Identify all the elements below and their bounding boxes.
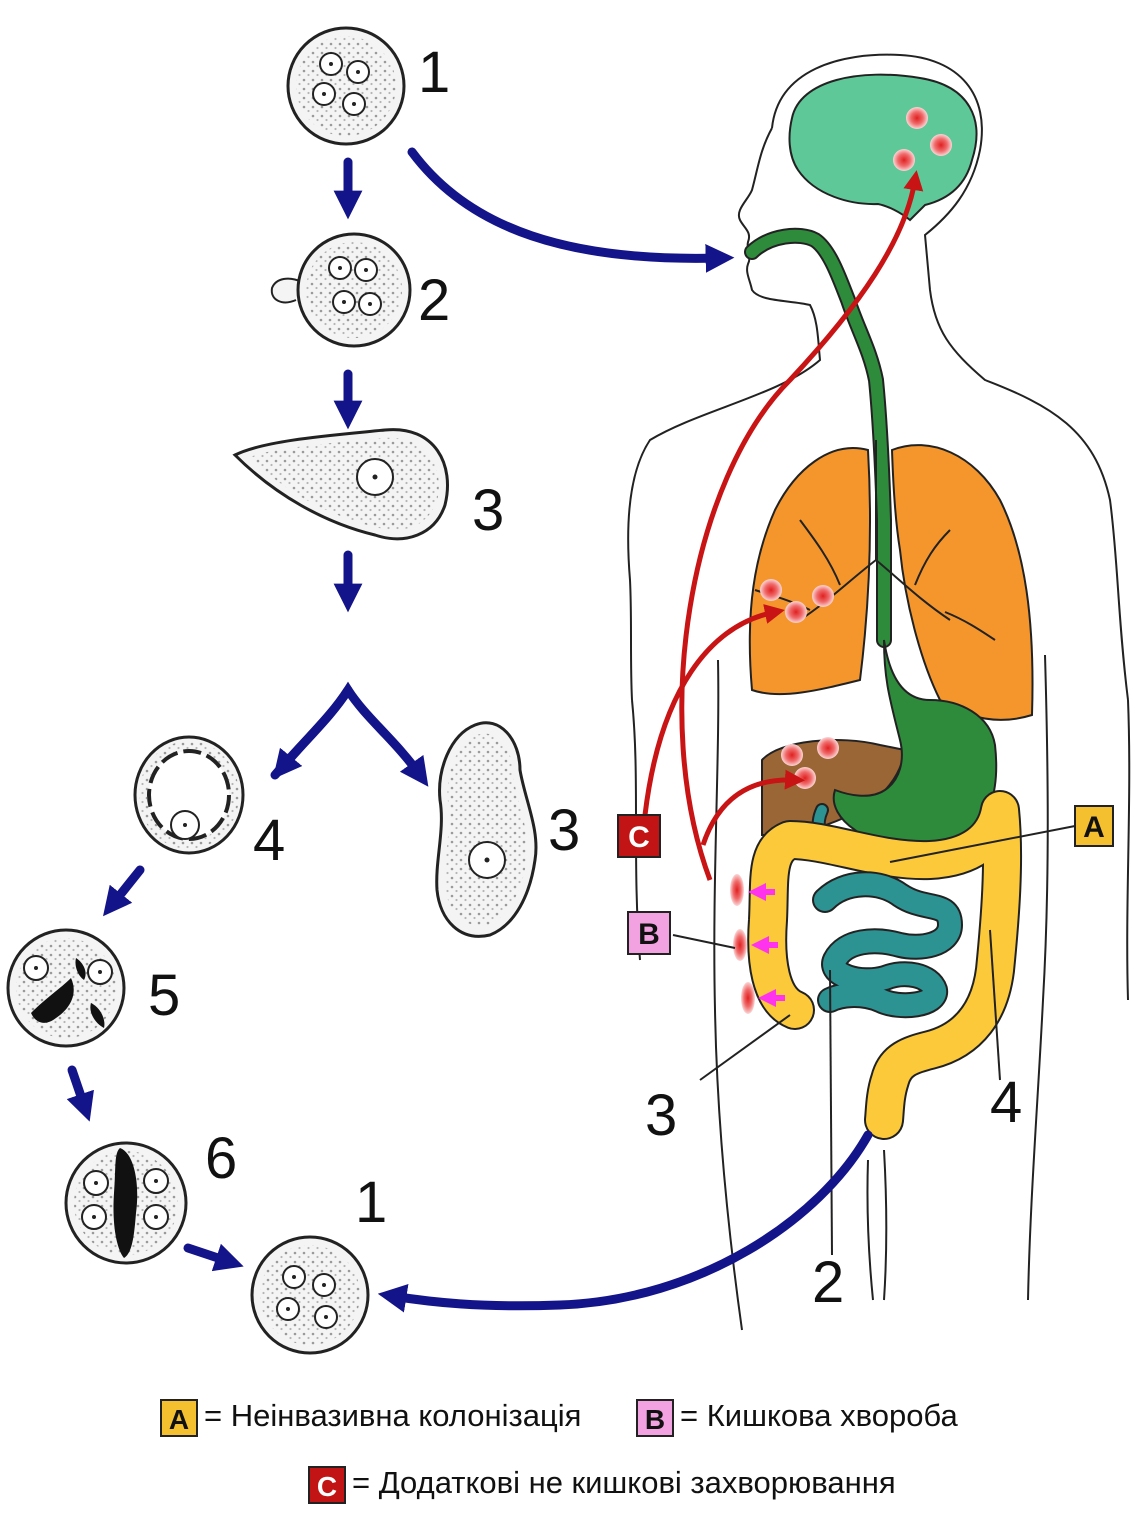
excysting-cyst-icon: [272, 234, 410, 346]
stage-label-1-top: 1: [418, 40, 450, 105]
body-label-3: 3: [645, 1083, 677, 1148]
badge-a-diagram: A: [1075, 806, 1113, 846]
torso-right-line: [1028, 655, 1048, 1300]
stage-label-3-right: 3: [548, 798, 580, 863]
trophozoite-right-icon: [437, 723, 536, 937]
cyst-bottom-icon: [252, 1237, 368, 1353]
precyst-icon: [135, 737, 243, 853]
stage-label-2: 2: [418, 268, 450, 333]
badge-a-text: A: [1083, 811, 1105, 844]
badge-c-diagram: C: [618, 815, 660, 857]
arrow-5-to-6: [72, 1070, 85, 1108]
legend-c-text: = Додаткові не кишкові захворювання: [352, 1465, 896, 1500]
stage-label-6: 6: [205, 1126, 237, 1191]
arrow-body-to-cyst: [392, 1135, 868, 1306]
body-label-4: 4: [990, 1070, 1022, 1135]
human-body: [628, 55, 1129, 1330]
legend-b-text: = Кишкова хвороба: [680, 1398, 958, 1433]
legend-badge-a: A: [160, 1399, 198, 1437]
legs-lines: [867, 1150, 886, 1300]
cells: [8, 28, 536, 1353]
cyst-icon: [288, 28, 404, 144]
trophozoite-icon: [235, 430, 448, 539]
right-lung: [892, 445, 1033, 720]
binucleate-cyst-icon: [8, 930, 124, 1046]
legend-a-text: = Неінвазивна колонізація: [204, 1398, 581, 1433]
arrow-split: [275, 690, 420, 775]
left-lung: [750, 448, 870, 694]
badge-b-text: B: [638, 918, 660, 951]
right-arm-line: [1127, 700, 1129, 1000]
legend-badge-c: C: [308, 1466, 346, 1504]
mature-cyst-icon: [66, 1143, 186, 1263]
legend-b: B= Кишкова хвороба: [636, 1398, 958, 1437]
badge-c-text: C: [628, 821, 650, 854]
stage-label-5: 5: [148, 963, 180, 1028]
legend-c: C= Додаткові не кишкові захворювання: [308, 1465, 896, 1504]
arrow-cyst-to-mouth: [412, 152, 720, 258]
torso-left-line: [714, 660, 742, 1330]
stage-label-4: 4: [253, 808, 285, 873]
stage-label-1-bottom: 1: [355, 1170, 387, 1235]
arrow-4-to-5: [112, 870, 140, 905]
legend-a: A= Неінвазивна колонізація: [160, 1398, 581, 1437]
stage-label-3-top: 3: [472, 478, 504, 543]
body-label-2: 2: [812, 1250, 844, 1315]
badge-b-diagram: B: [628, 912, 670, 954]
legend-badge-b: B: [636, 1399, 674, 1437]
arrow-6-to-1: [188, 1248, 230, 1262]
